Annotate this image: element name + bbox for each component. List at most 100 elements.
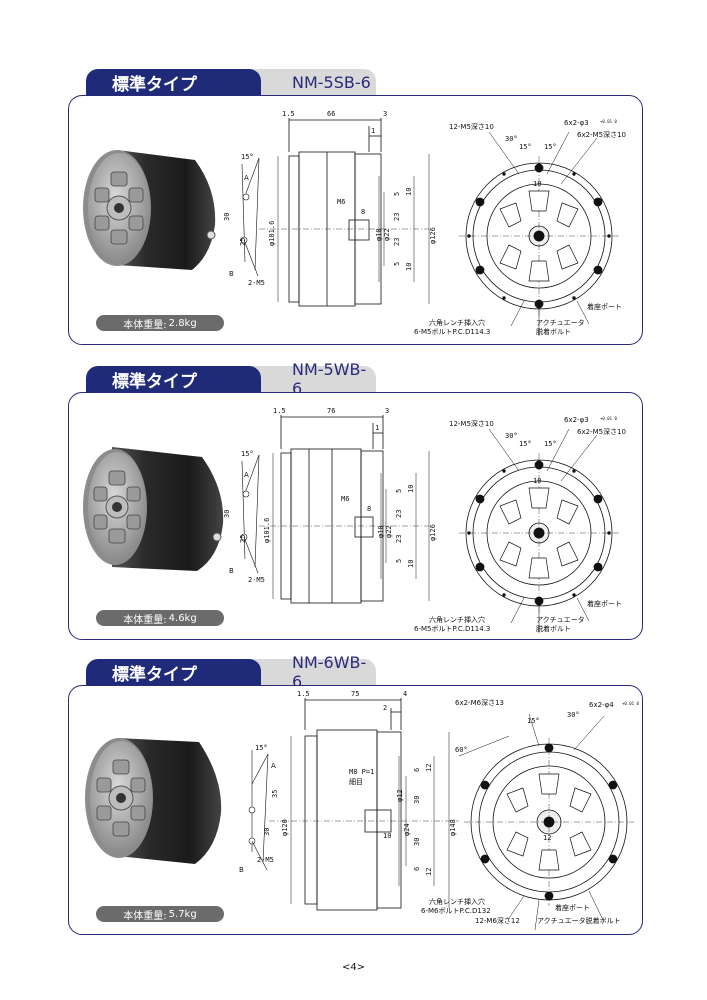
- right-dim-3: 23: [393, 213, 401, 221]
- dia-inner-1: φ10: [377, 525, 385, 538]
- center-dim: 10: [533, 180, 541, 188]
- section-header: NM-5WB-6 標準タイプ: [68, 360, 643, 398]
- angle-1: 60°: [455, 746, 468, 754]
- right-dim-2: 10: [405, 188, 413, 196]
- technical-drawing: 15° A B 30 25 2-M5: [223, 407, 626, 633]
- pin-dim-1: 30: [223, 213, 231, 221]
- pin-thread-label: 2-M5: [248, 576, 265, 584]
- right-dim-3: 23: [395, 510, 403, 518]
- front-view: [458, 713, 634, 931]
- side-view: [259, 118, 430, 307]
- angle-3: 15°: [544, 440, 557, 448]
- dim-top-2: 75: [351, 690, 359, 698]
- angle-2: 15°: [527, 717, 540, 725]
- type-tab: 標準タイプ: [86, 366, 261, 392]
- dim-top-1: 1.5: [297, 690, 310, 698]
- pin-detail: [240, 157, 260, 277]
- right-dim-6: 10: [407, 560, 415, 568]
- thread-depth: 8: [367, 505, 371, 513]
- tap-hole-label: 12-M6深さ12: [475, 916, 520, 925]
- actuator-label: アクチュエータ: [536, 615, 585, 624]
- pin-b-label: B: [229, 270, 234, 278]
- right-dim-2: 10: [407, 485, 415, 493]
- bolt-pcd-label: 6-M5ボルトP.C.D114.3: [414, 625, 490, 633]
- pin-detail: [240, 454, 260, 574]
- dim-top-2: 66: [327, 110, 335, 118]
- dia-inner-2: φ22: [385, 525, 393, 538]
- dia-inner-2: φ24: [403, 823, 411, 836]
- face-label-2: 6x2-φ3: [564, 416, 589, 424]
- angle-2: 15°: [519, 440, 532, 448]
- product-section-2: NM-5WB-6 標準タイプ 本体重量:4.6kg: [68, 360, 643, 642]
- face-label-3: 6x2-M5深さ10: [577, 427, 626, 436]
- type-tab: 標準タイプ: [86, 659, 261, 685]
- thread-depth: 10: [383, 832, 391, 840]
- face-label-3: 6x2-M5深さ10: [577, 130, 626, 139]
- weight-badge: 本体重量:5.7kg: [96, 906, 224, 922]
- pin-a-label: A: [244, 174, 249, 182]
- dim-top-3: 3: [385, 407, 389, 415]
- pin-dim-2: 25: [239, 535, 247, 543]
- product-section-1: NM-5SB-6 標準タイプ: [68, 69, 643, 345]
- face-label-2: 6x2-φ3: [564, 119, 589, 127]
- bolt-pcd-label: 6-M5ボルトP.C.D114.3: [414, 328, 490, 336]
- section-header: NM-6WB-6 標準タイプ: [68, 653, 643, 691]
- product-panel: 本体重量:2.8kg 15° A B 30 25 2-M5: [68, 95, 643, 345]
- product-photo: [85, 738, 222, 864]
- technical-drawing: 15° A B 35 30 2-M5: [239, 690, 639, 931]
- dim-top-3: 4: [403, 690, 407, 698]
- product-panel: 本体重量:5.7kg 15° A B 35 30 2-M5: [68, 685, 643, 935]
- dim-top-1: 1.5: [282, 110, 295, 118]
- dia-right: φ148: [449, 819, 457, 836]
- right-dim-5: 5: [393, 262, 401, 266]
- dim-top-4: 2: [383, 704, 387, 712]
- center-dim: 12: [543, 834, 551, 842]
- dim-top-1: 1.5: [273, 407, 286, 415]
- wrench-hole-label: 六角レンチ挿入穴: [429, 615, 485, 624]
- weight-badge: 本体重量:2.8kg: [96, 315, 224, 331]
- side-view: [259, 415, 430, 604]
- page-number: <4>: [341, 962, 366, 973]
- pin-detail: [248, 750, 269, 871]
- thread-label: M6: [341, 495, 349, 503]
- dim-top-4: 1: [371, 127, 375, 135]
- right-dim-5: 6: [413, 867, 421, 871]
- product-photo: [83, 447, 224, 571]
- seat-port-label: 着座ポート: [587, 599, 622, 608]
- actuator-label: アクチュエータ: [536, 318, 585, 327]
- right-dim-6: 12: [425, 868, 433, 876]
- dia-left: φ101.6: [263, 518, 271, 543]
- right-dim-4: 23: [393, 238, 401, 246]
- pin-dim-2: 30: [263, 828, 271, 836]
- pin-a-label: A: [244, 471, 249, 479]
- product-panel: 本体重量:4.6kg 15° A B 30 25 2-M5: [68, 392, 643, 640]
- product-section-3: NM-6WB-6 標準タイプ 本体重量:5.7kg: [68, 653, 643, 939]
- right-dim-2: 12: [425, 764, 433, 772]
- weight-badge: 本体重量:4.6kg: [96, 610, 224, 626]
- seat-port-label: 着座ポート: [587, 302, 622, 311]
- product-photo: [83, 150, 216, 270]
- pin-b-label: B: [229, 567, 234, 575]
- thread-label: M8 P=1: [349, 768, 374, 776]
- right-dim-5: 5: [395, 559, 403, 563]
- angle-3: 30°: [567, 711, 580, 719]
- angle-1: 30°: [505, 135, 518, 143]
- dia-inner-2: φ22: [383, 228, 391, 241]
- detach-bolt-label: 脱着ボルト: [536, 327, 571, 336]
- center-dim: 10: [533, 477, 541, 485]
- face-label-2: 6x2-φ4: [589, 701, 614, 709]
- pin-b-label: B: [239, 866, 244, 874]
- face-label-1: 12-M5深さ10: [449, 419, 494, 428]
- side-view: [269, 698, 459, 911]
- wrench-hole-label: 六角レンチ挿入穴: [429, 318, 485, 327]
- dia-left: φ101.6: [268, 221, 276, 246]
- right-dim-1: 6: [413, 768, 421, 772]
- dia-right: φ126: [429, 227, 437, 244]
- front-view: [459, 428, 619, 633]
- right-dim-4: 30: [413, 838, 421, 846]
- dia-inner-1: φ10: [375, 228, 383, 241]
- angle-2: 15°: [519, 143, 532, 151]
- right-dim-1: 5: [393, 192, 401, 196]
- pin-thread-label: 2-M5: [248, 279, 265, 287]
- face-label-1: 12-M5深さ10: [449, 122, 494, 131]
